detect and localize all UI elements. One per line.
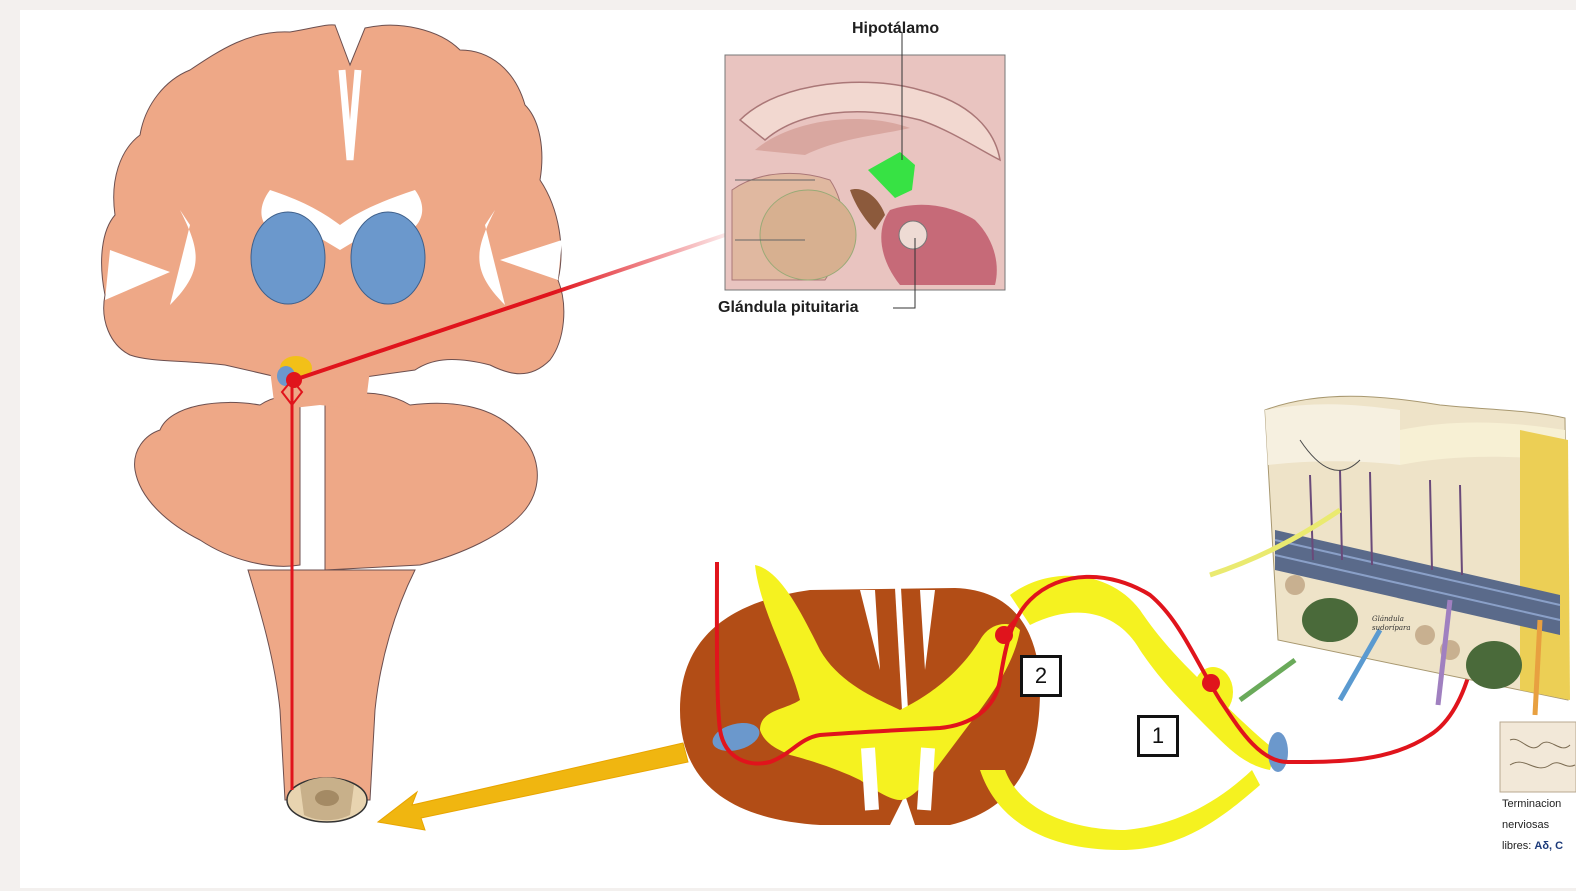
left-ventricle bbox=[251, 212, 325, 304]
spinal-cord-cross-section bbox=[287, 778, 367, 823]
marker-box-1: 1 bbox=[1137, 715, 1179, 757]
pituitary-label: Glándula pituitaria bbox=[718, 299, 858, 317]
ventral-root bbox=[980, 770, 1260, 850]
marker-box-2: 2 bbox=[1020, 655, 1062, 697]
skin-caption-prefix: libres: bbox=[1502, 840, 1534, 852]
ganglion-neuron bbox=[1202, 674, 1220, 692]
skin-caption-fibers: Aδ, C bbox=[1534, 840, 1563, 852]
brain-coronal-section bbox=[102, 25, 564, 822]
spinal-cord-section bbox=[680, 565, 1288, 850]
cerebrum bbox=[102, 25, 564, 382]
diagram-canvas: Hipotálamo Glándula pituitaria 2 1 Termi… bbox=[20, 10, 1576, 888]
brainstem bbox=[248, 570, 415, 800]
cerebellum-left bbox=[135, 397, 300, 567]
dorsal-horn-neuron bbox=[995, 626, 1013, 644]
skin-illustration bbox=[1210, 396, 1576, 792]
nerve-blue-end bbox=[1268, 732, 1288, 772]
gland-label: Glándula sudorípara bbox=[1372, 615, 1422, 633]
pain-pathway-diagram bbox=[20, 10, 1576, 888]
skin-caption-line3: libres: Aδ, C bbox=[1502, 837, 1563, 855]
cerebellum-right bbox=[325, 393, 537, 570]
skin-caption-line1: Terminacion bbox=[1502, 795, 1561, 813]
return-arrow bbox=[378, 743, 688, 830]
thalamus-neuron bbox=[286, 372, 302, 388]
hypothalamus-label: Hipotálamo bbox=[852, 20, 939, 38]
hypothalamus-illustration bbox=[725, 32, 1005, 308]
skin-arrow-green bbox=[1240, 660, 1295, 700]
right-ventricle bbox=[351, 212, 425, 304]
skin-caption-line2: nerviosas bbox=[1502, 816, 1549, 834]
